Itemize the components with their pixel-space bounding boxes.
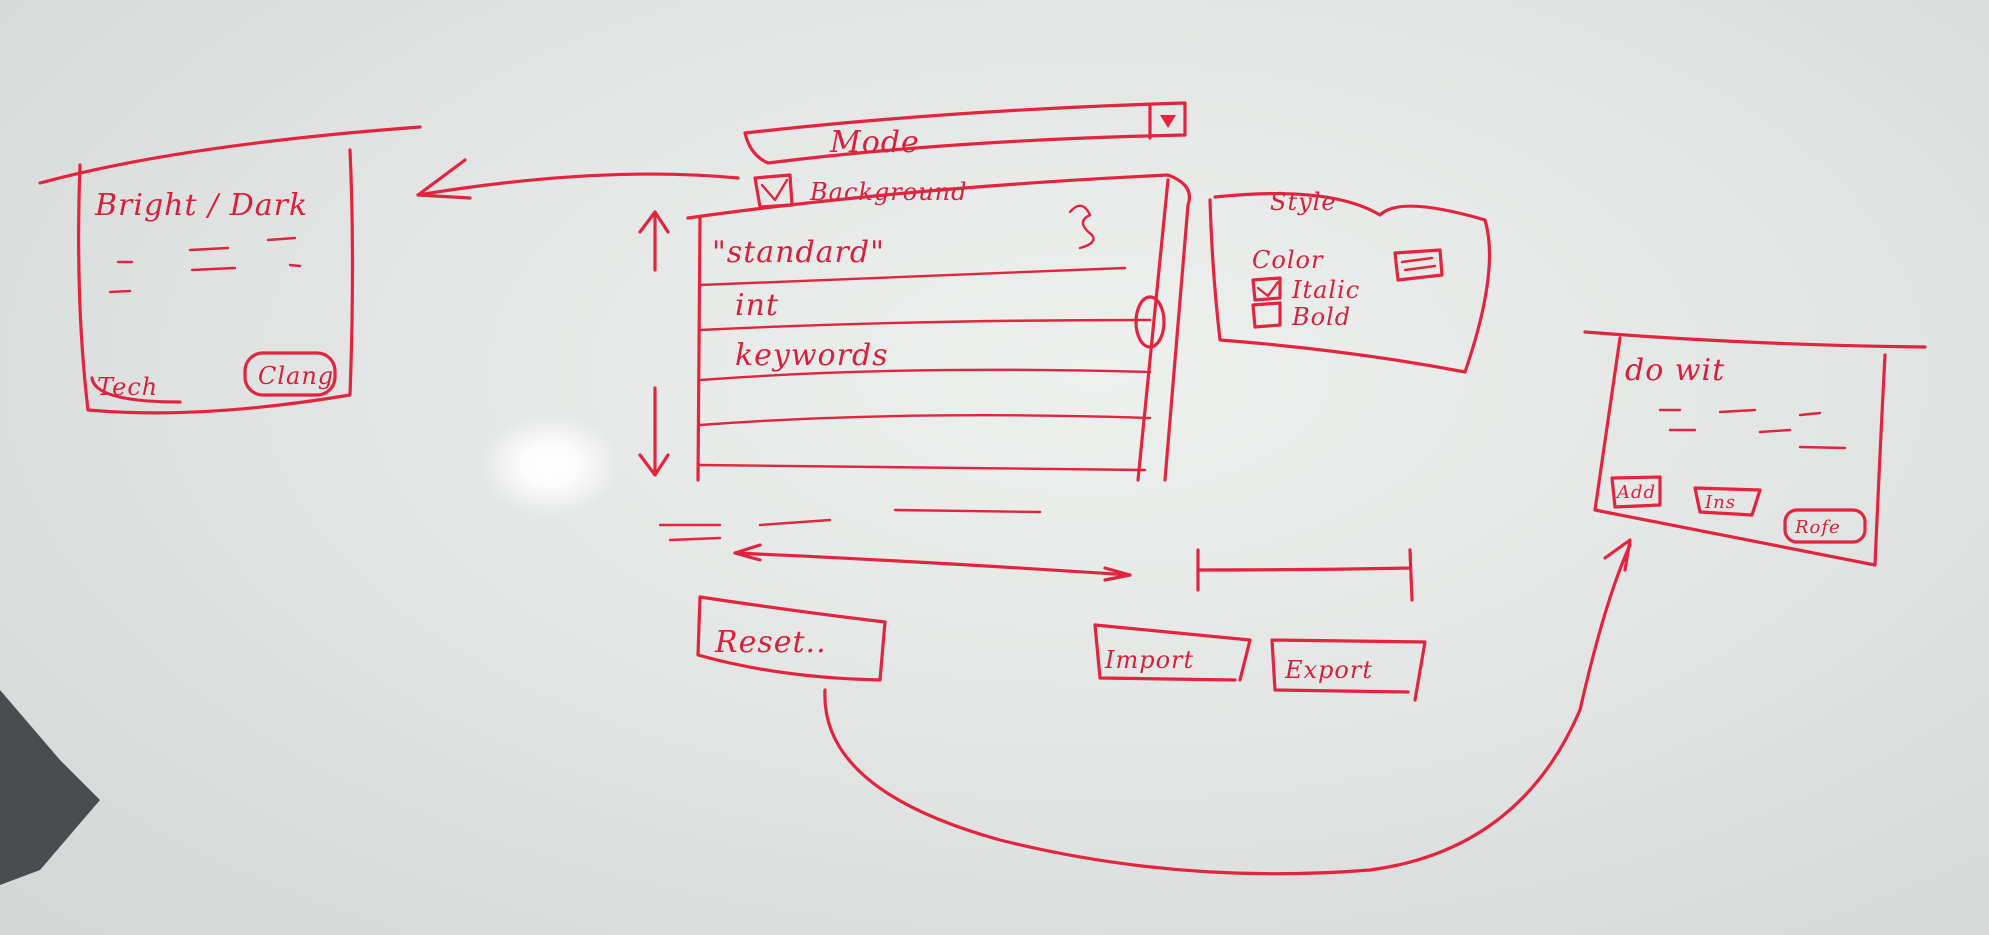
color-label: Color [1252,246,1324,274]
mode-label: Mode [829,125,920,160]
edit-dialog: do wit Add Ins Rofe [1583,330,1927,567]
import-button-label: Import [1104,646,1194,674]
light-glare [480,413,620,517]
divider-line [1196,548,1414,602]
import-button[interactable]: Import [1093,623,1252,682]
clang-button[interactable]: Clang [243,351,337,397]
tech-button[interactable]: Tech [90,373,182,404]
arrow-reset-to-edit [823,538,1632,876]
theme-dialog-title: Bright / Dark [94,188,308,223]
mode-dropdown[interactable]: Mode [743,101,1187,165]
token-list: "standard" int keywords [638,173,1191,482]
rofe-button-label: Rofe [1794,517,1841,538]
horizontal-scrollbar[interactable] [658,508,1132,582]
add-button[interactable]: Add [1610,475,1662,509]
background-checkbox-label: Background [809,178,968,206]
reset-button[interactable]: Reset.. [696,595,887,682]
list-item-label: int [735,288,779,323]
reset-button-label: Reset.. [714,625,827,660]
cursor-squiggle-icon [1068,204,1095,250]
ins-button[interactable]: Ins [1693,486,1762,517]
export-button[interactable]: Export [1270,638,1427,702]
scrollbar-thumb[interactable] [1134,295,1166,349]
italic-checkbox[interactable]: Italic [1251,276,1360,304]
list-item[interactable]: keywords [735,338,889,373]
list-item[interactable]: int [735,288,779,323]
style-panel: Style Color Italic Bold [1208,188,1492,374]
color-picker[interactable]: Color [1252,246,1444,282]
ins-button-label: Ins [1704,492,1736,513]
move-down-arrow-icon[interactable] [638,386,670,477]
move-up-arrow-icon[interactable] [638,210,670,272]
marker-tray [0,690,100,885]
edit-dialog-title: do wit [1625,353,1725,388]
dropdown-arrow-icon[interactable] [1160,115,1176,128]
arrow-to-theme [416,158,740,200]
export-button-label: Export [1284,656,1373,684]
clang-button-label: Clang [258,362,334,390]
italic-label: Italic [1291,276,1360,304]
color-swatch-icon[interactable] [1393,248,1444,282]
rofe-button[interactable]: Rofe [1783,508,1867,544]
bold-checkbox[interactable]: Bold [1251,301,1351,331]
style-panel-title: Style [1270,188,1337,216]
list-item-label: keywords [735,338,889,373]
list-item-label: "standard" [712,235,885,270]
add-button-label: Add [1615,482,1656,503]
tech-button-label: Tech [97,373,158,401]
list-item[interactable]: "standard" [712,235,885,270]
theme-dialog: Bright / Dark Tech Clang [38,125,422,415]
bold-label: Bold [1291,303,1351,331]
